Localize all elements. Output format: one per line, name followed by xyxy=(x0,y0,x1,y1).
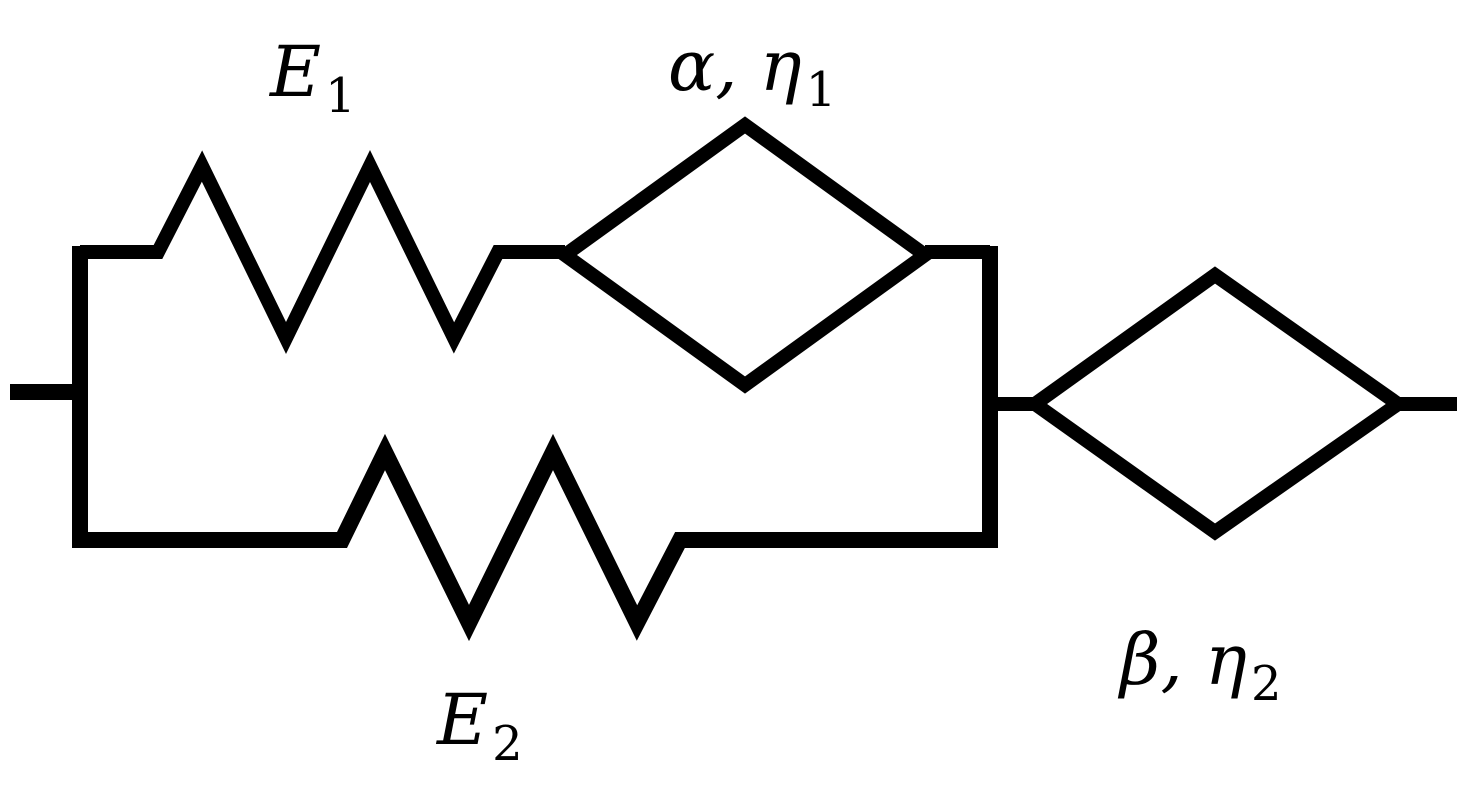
label-e2: E2 xyxy=(435,679,523,772)
label-beta-eta2-subscript: 2 xyxy=(1251,656,1282,712)
label-beta-eta2-prefix: β, xyxy=(1117,619,1205,701)
label-beta-eta2-symbol: η xyxy=(1205,619,1247,701)
label-alpha-eta1-symbol: η xyxy=(760,25,802,107)
label-e2-subscript: 2 xyxy=(492,716,523,772)
label-e2-symbol: E xyxy=(435,679,488,761)
springpot-beta-eta2 xyxy=(1022,266,1411,541)
label-alpha-eta1-prefix: α, xyxy=(668,25,760,107)
label-alpha-eta1: α, η1 xyxy=(668,25,836,118)
label-e1: E1 xyxy=(268,31,356,124)
label-beta-eta2: β, η2 xyxy=(1117,619,1281,712)
spring-e1 xyxy=(80,150,565,354)
label-e1-symbol: E xyxy=(268,31,321,113)
label-e1-subscript: 1 xyxy=(325,68,356,124)
spring-e2 xyxy=(80,433,990,642)
springpot-alpha-eta1 xyxy=(553,116,937,394)
label-alpha-eta1-subscript: 1 xyxy=(806,62,837,118)
